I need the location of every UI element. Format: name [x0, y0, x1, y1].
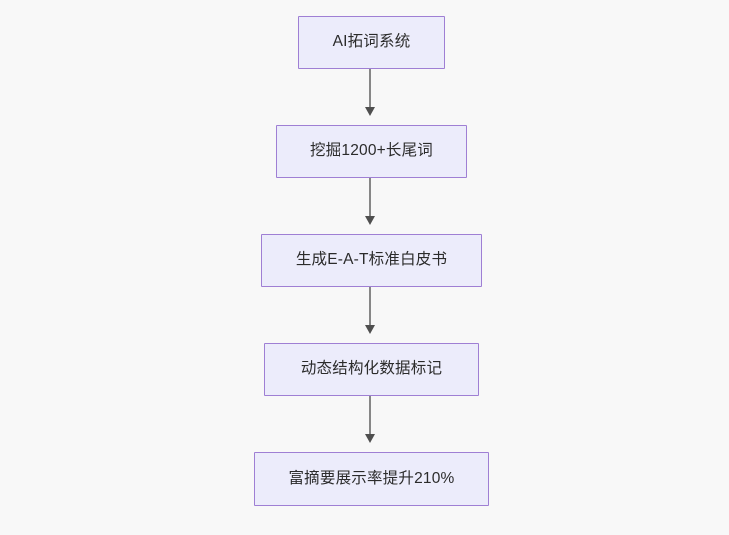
flow-node-n5[interactable]: 富摘要展示率提升210%: [254, 452, 489, 506]
flow-node-n2[interactable]: 挖掘1200+长尾词: [276, 125, 467, 178]
flow-edge-n1-to-n2: [369, 69, 371, 108]
flow-node-label: 动态结构化数据标记: [300, 360, 443, 378]
arrowhead-icon: [364, 107, 375, 116]
flow-node-label: 富摘要展示率提升210%: [288, 469, 455, 487]
flow-node-n3[interactable]: 生成E-A-T标准白皮书: [261, 234, 482, 287]
flow-node-label: AI拓词系统: [332, 33, 411, 51]
flow-edge-n3-to-n4: [369, 287, 371, 326]
flow-node-label: 挖掘1200+长尾词: [309, 142, 434, 160]
flow-edge-n4-to-n5: [369, 396, 371, 435]
flow-node-n1[interactable]: AI拓词系统: [298, 16, 445, 69]
flow-node-n4[interactable]: 动态结构化数据标记: [264, 343, 479, 396]
arrowhead-icon: [364, 434, 375, 443]
arrowhead-icon: [364, 325, 375, 334]
flow-node-label: 生成E-A-T标准白皮书: [295, 251, 448, 269]
flow-edge-n2-to-n3: [369, 178, 371, 217]
arrowhead-icon: [364, 216, 375, 225]
